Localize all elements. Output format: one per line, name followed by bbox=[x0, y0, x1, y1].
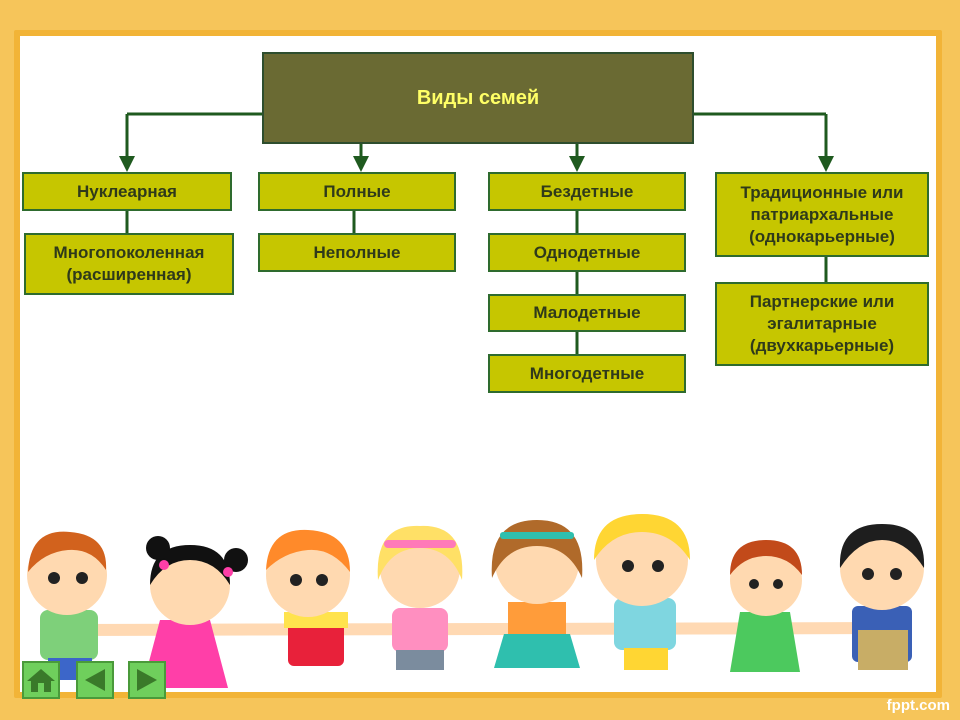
home-button[interactable] bbox=[22, 661, 60, 699]
node-one-child: Однодетные bbox=[488, 233, 686, 272]
node-multigenerational: Многопоколенная (расширенная) bbox=[24, 233, 234, 295]
previous-button[interactable] bbox=[76, 661, 114, 699]
node-childless: Бездетные bbox=[488, 172, 686, 211]
node-traditional: Традиционные или патриархальные (однокар… bbox=[715, 172, 929, 257]
node-nuclear: Нуклеарная bbox=[22, 172, 232, 211]
watermark: fppt.com bbox=[886, 697, 950, 714]
child-figure bbox=[27, 531, 107, 680]
node-many-children: Многодетные bbox=[488, 354, 686, 393]
child-figure bbox=[730, 540, 802, 672]
child-figure bbox=[491, 520, 583, 668]
arrow-right-icon bbox=[137, 669, 157, 691]
node-incomplete: Неполные bbox=[258, 233, 456, 272]
diagram-root: Виды семей bbox=[262, 52, 694, 144]
child-figure bbox=[266, 529, 350, 666]
child-figure bbox=[377, 525, 463, 670]
node-few-children: Малодетные bbox=[488, 294, 686, 332]
child-figure bbox=[839, 524, 925, 670]
child-figure bbox=[594, 514, 690, 670]
next-button[interactable] bbox=[128, 661, 166, 699]
node-full: Полные bbox=[258, 172, 456, 211]
node-partnership: Партнерские или эгалитарные (двухкарьерн… bbox=[715, 282, 929, 366]
arrow-left-icon bbox=[85, 669, 105, 691]
home-icon bbox=[27, 669, 55, 692]
